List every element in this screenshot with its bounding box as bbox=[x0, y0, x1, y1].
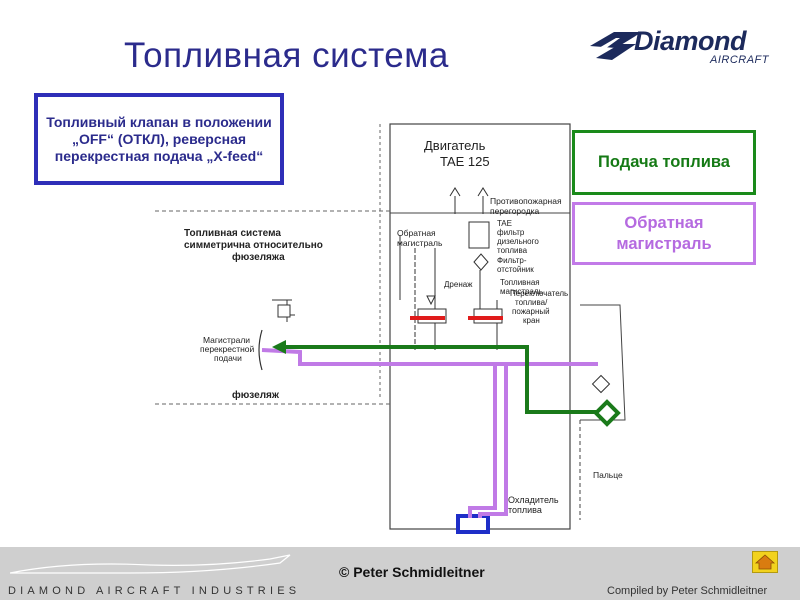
cooler-label-2: топлива bbox=[508, 505, 542, 515]
feed-line-diamond-fitting bbox=[593, 399, 621, 427]
svg-text:подачи: подачи bbox=[214, 353, 242, 363]
valve-off-left bbox=[410, 316, 445, 320]
finger-label: Пальце bbox=[593, 470, 623, 480]
svg-text:Фильтр-: Фильтр- bbox=[497, 256, 527, 265]
legend-feed-label: Подача топлива bbox=[598, 153, 730, 171]
svg-text:Магистрали: Магистрали bbox=[203, 335, 250, 345]
svg-text:топлива: топлива bbox=[497, 246, 528, 255]
feed-line bbox=[285, 345, 598, 414]
feed-arrow bbox=[272, 340, 286, 354]
return-line-label-1: Обратная bbox=[397, 228, 436, 238]
svg-text:фюзеляжа: фюзеляжа bbox=[232, 251, 285, 263]
svg-text:Топливная: Топливная bbox=[500, 278, 540, 287]
svg-text:топлива/: топлива/ bbox=[515, 298, 548, 307]
return-line-main bbox=[261, 348, 598, 366]
compiled-by-text: Compiled by Peter Schmidleitner bbox=[607, 585, 768, 597]
fuel-separator bbox=[473, 253, 489, 271]
svg-text:пожарный: пожарный bbox=[512, 307, 550, 316]
home-button[interactable] bbox=[752, 551, 778, 573]
svg-text:фильтр: фильтр bbox=[497, 228, 525, 237]
legend-feed: Подача топлива bbox=[572, 130, 756, 195]
page-title: Топливная система bbox=[124, 36, 449, 75]
cooler-label-1: Охладитель bbox=[508, 495, 559, 505]
valve-callout-text: Топливный клапан в положении „OFF“ (ОТКЛ… bbox=[46, 113, 272, 164]
firewall-label-1: Противопожарная bbox=[490, 196, 562, 206]
footer-bar bbox=[0, 547, 800, 600]
fuel-cooler bbox=[456, 514, 490, 534]
svg-text:TAE: TAE bbox=[497, 219, 512, 228]
valve-callout: Топливный клапан в положении „OFF“ (ОТКЛ… bbox=[34, 93, 284, 185]
diamond-logo-icon bbox=[590, 32, 642, 60]
logo-subtitle: AIRCRAFT bbox=[710, 54, 769, 66]
return-line-cooler-out bbox=[468, 364, 497, 518]
home-icon bbox=[754, 554, 776, 570]
tae-filter bbox=[468, 221, 490, 249]
svg-text:кран: кран bbox=[523, 316, 540, 325]
firewall-label-2: перегородка bbox=[490, 206, 540, 216]
fuselage-label: фюзеляж bbox=[232, 389, 280, 401]
aircraft-silhouette-icon bbox=[10, 554, 291, 574]
valve-off-right bbox=[468, 316, 503, 320]
svg-text:Переключатель: Переключатель bbox=[510, 289, 568, 298]
logo-wordmark: Diamond bbox=[634, 26, 747, 56]
svg-text:перекрестной: перекрестной bbox=[200, 344, 255, 354]
engine-compartment-outline bbox=[389, 123, 571, 530]
footer-brand: DIAMOND AIRCRAFT INDUSTRIES bbox=[8, 585, 301, 597]
svg-text:дизельного: дизельного bbox=[497, 237, 539, 246]
copyright-text: © Peter Schmidleitner bbox=[339, 564, 485, 580]
engine-label-1: Двигатель bbox=[424, 138, 486, 153]
svg-text:отстойник: отстойник bbox=[497, 265, 534, 274]
drain-symbol bbox=[426, 295, 436, 306]
return-line-cooler-in bbox=[478, 364, 508, 518]
diamond-logo: Diamond AIRCRAFT bbox=[586, 26, 786, 72]
legend-return-label: Обратная магистраль bbox=[616, 213, 712, 253]
drain-label: Дренаж bbox=[444, 280, 473, 289]
return-line-label-2: магистраль bbox=[397, 238, 443, 248]
svg-text:магистраль: магистраль bbox=[500, 287, 543, 296]
svg-text:Топливная система: Топливная система bbox=[184, 228, 281, 239]
engine-label-2: TAE 125 bbox=[440, 154, 490, 169]
legend-return: Обратная магистраль bbox=[572, 202, 756, 265]
svg-text:симметрична относительно: симметрична относительно bbox=[184, 240, 323, 251]
